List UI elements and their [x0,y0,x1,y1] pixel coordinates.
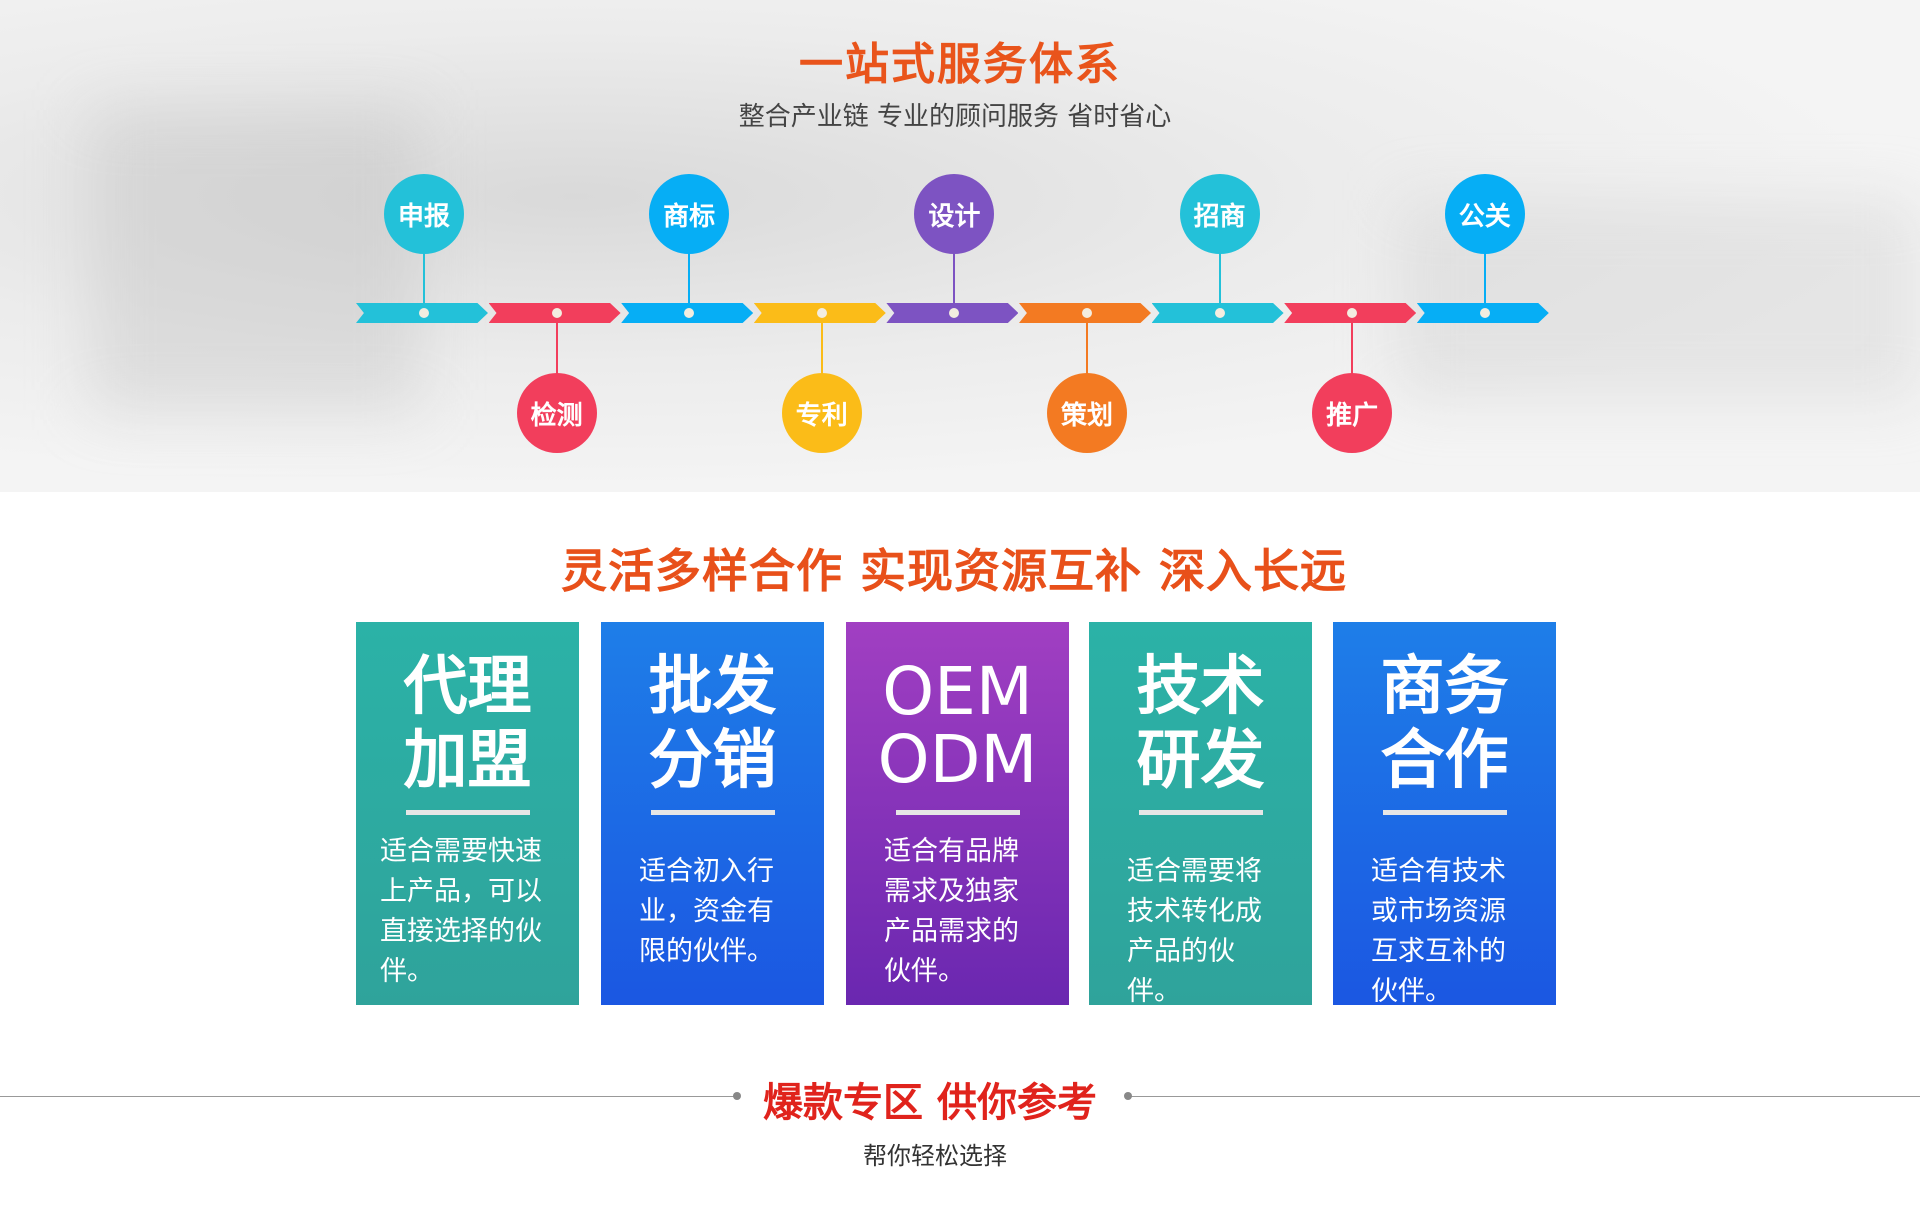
timeline-connector [1218,250,1221,310]
divider-dot-left [733,1092,741,1100]
timeline-connector [1483,250,1486,310]
timeline-dot [551,308,562,318]
card-title: 代理加盟 [356,650,579,798]
card-title-line1: 技术 [1136,650,1265,724]
card-underline [1383,810,1507,815]
timeline-node: 公关 [1444,174,1525,254]
card-title-line2: 分销 [648,724,777,798]
divider-right [1128,1096,1920,1097]
timeline-dot [816,308,827,318]
timeline-dot [1479,308,1490,318]
card-description: 适合有技术或市场资源互求互补的伙伴。 [1371,856,1506,1007]
service-system-subtitle: 整合产业链 专业的顾问服务 省时省心 [738,102,1172,132]
card-underline [406,810,530,815]
hot-products-subtitle: 帮你轻松选择 [863,1142,1007,1170]
card-title: 商务合作 [1333,650,1556,798]
card-underline [896,810,1020,815]
timeline-dot [949,308,960,318]
divider-dot-right [1124,1092,1132,1100]
card-title: 技术研发 [1089,650,1312,798]
card-title-line1: 代理 [403,650,532,724]
timeline-connector [953,250,956,310]
card-title: 批发分销 [601,650,824,798]
card-title-line1: OEM [882,653,1033,730]
timeline-connector [688,250,691,310]
timeline-node: 申报 [384,174,464,254]
timeline-node: 招商 [1179,174,1260,254]
timeline-dot [419,308,429,318]
card-title-line2: ODM [877,721,1038,798]
cooperation-card[interactable]: 代理加盟适合需要快速上产品，可以直接选择的伙伴。 [356,622,579,1005]
cooperation-card[interactable]: 技术研发适合需要将技术转化成产品的伙伴。 [1089,622,1312,1007]
card-underline [651,810,775,815]
timeline-dot [684,308,695,318]
timeline-node: 推广 [1312,373,1393,453]
timeline-dot [1214,308,1225,318]
timeline-node: 检测 [516,373,597,453]
timeline-node: 专利 [781,373,862,453]
cooperation-card[interactable]: 批发分销适合初入行业，资金有限的伙伴。 [601,622,824,1005]
timeline-node: 商标 [649,174,730,254]
timeline-node: 策划 [1047,373,1127,453]
card-underline [1139,810,1263,815]
service-system-title: 一站式服务体系 [799,39,1121,90]
card-title-line1: 批发 [648,650,777,724]
timeline-node: 设计 [914,174,995,254]
timeline-connector [820,318,823,378]
card-description: 适合需要将技术转化成产品的伙伴。 [1127,856,1262,1007]
timeline-connector [423,250,425,310]
timeline-connector [1086,318,1088,378]
hot-products-title: 爆款专区 供你参考 [763,1080,1097,1126]
timeline-connector [1351,318,1354,378]
cooperation-title: 灵活多样合作 实现资源互补 深入长远 [560,544,1348,598]
timeline-connector [555,318,558,378]
divider-left [0,1096,737,1097]
card-title-line2: 加盟 [403,724,532,798]
card-title-line1: 商务 [1380,650,1509,724]
card-description: 适合初入行业，资金有限的伙伴。 [639,856,774,967]
card-description: 适合需要快速上产品，可以直接选择的伙伴。 [380,836,542,987]
timeline-dot [1082,308,1092,318]
timeline-dot [1347,308,1358,318]
card-title-line2: 合作 [1380,724,1509,798]
card-description: 适合有品牌需求及独家产品需求的伙伴。 [884,836,1019,987]
cooperation-card[interactable]: 商务合作适合有技术或市场资源互求互补的伙伴。 [1333,622,1556,1007]
card-title-line2: 研发 [1136,724,1265,798]
